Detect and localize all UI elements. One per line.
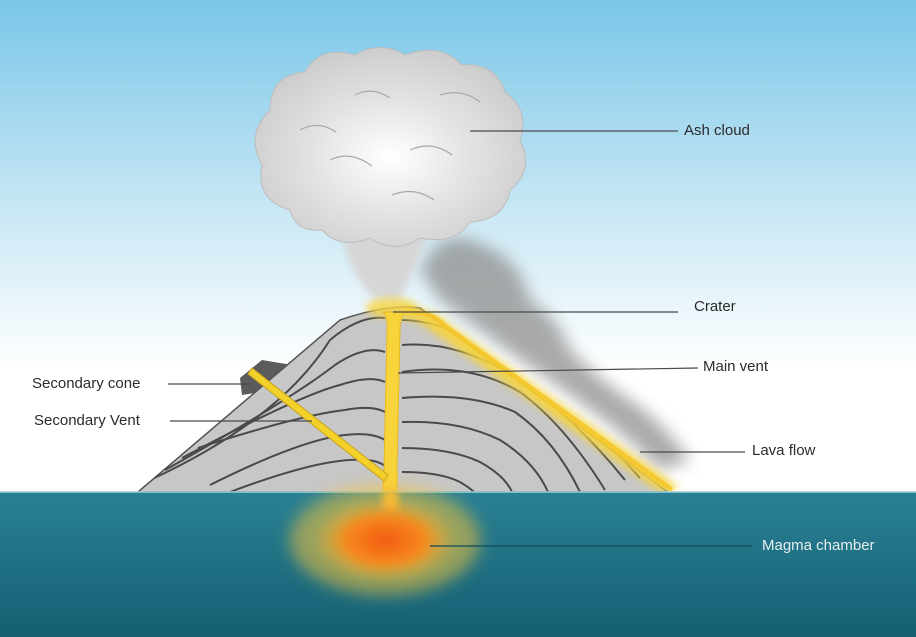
label-magma-chamber: Magma chamber: [762, 537, 875, 554]
label-ash-cloud: Ash cloud: [684, 122, 750, 139]
volcano-cone: [135, 298, 680, 493]
ash-cloud: [254, 47, 527, 247]
magma-chamber: [290, 485, 480, 595]
label-crater: Crater: [694, 298, 736, 315]
label-lava-flow: Lava flow: [752, 442, 816, 459]
label-main-vent: Main vent: [703, 358, 769, 375]
secondary-vent: [247, 367, 389, 482]
leader-main-vent: [397, 367, 699, 374]
crater: [366, 298, 418, 318]
leader-lines: [168, 130, 745, 453]
smoke-plume: [420, 238, 690, 470]
label-secondary-vent: Secondary Vent: [34, 412, 140, 429]
label-secondary-cone: Secondary cone: [32, 375, 141, 392]
